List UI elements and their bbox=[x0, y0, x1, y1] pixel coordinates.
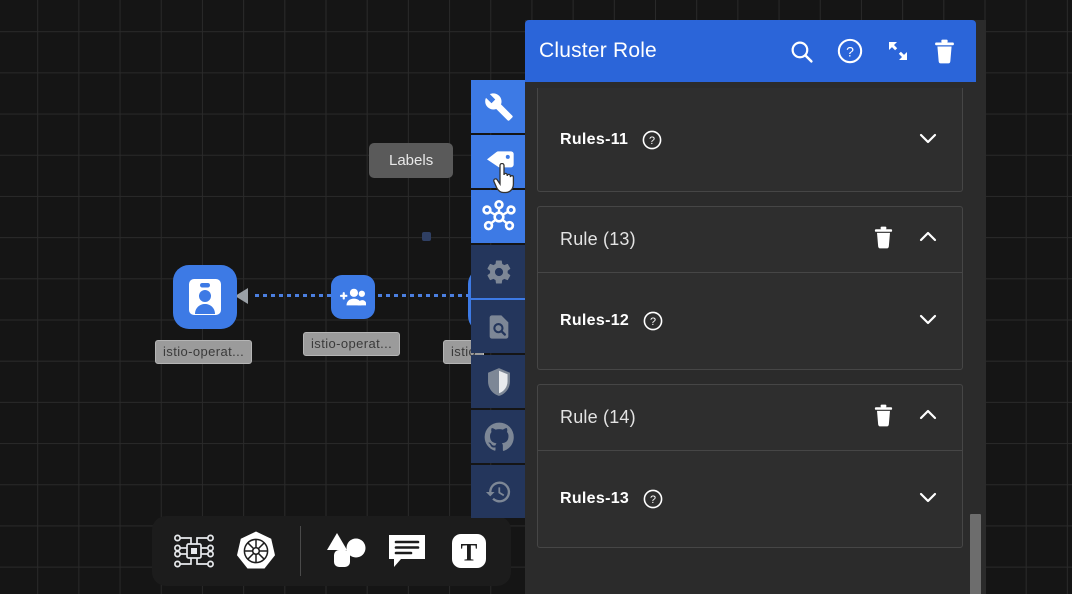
edge-group-to-right bbox=[378, 294, 476, 297]
toolbar-item-topology[interactable] bbox=[471, 190, 527, 243]
svg-text:?: ? bbox=[846, 43, 854, 59]
search-icon[interactable] bbox=[789, 39, 814, 64]
gear-icon bbox=[487, 259, 511, 284]
help-icon[interactable]: ? bbox=[642, 130, 662, 150]
svg-text:?: ? bbox=[649, 135, 655, 147]
panel-scroll-area[interactable]: Rules-11 ? bbox=[537, 88, 963, 594]
text-icon: T bbox=[452, 534, 486, 568]
add-group-icon bbox=[340, 288, 366, 306]
github-icon bbox=[484, 422, 514, 451]
svg-text:T: T bbox=[461, 540, 478, 567]
bottom-item-kubernetes[interactable] bbox=[228, 523, 284, 579]
identity-card-icon bbox=[189, 279, 221, 315]
page-title: Cluster Role bbox=[539, 39, 657, 62]
tooltip-labels: Labels bbox=[369, 143, 454, 178]
scrollbar-thumb[interactable] bbox=[970, 514, 981, 594]
rules-label: Rules-13 bbox=[560, 490, 630, 507]
rule-label: Rule (13) bbox=[560, 229, 636, 249]
delete-icon[interactable] bbox=[933, 39, 956, 64]
expand-icon[interactable] bbox=[886, 39, 910, 63]
chevron-up-icon[interactable] bbox=[916, 403, 940, 432]
chevron-down-icon[interactable] bbox=[916, 126, 940, 155]
rules-row[interactable]: Rules-12 ? bbox=[538, 273, 962, 369]
toolbar-item-inspect[interactable] bbox=[471, 300, 527, 353]
edge-arrowhead bbox=[235, 288, 248, 304]
bottom-item-text[interactable]: T bbox=[441, 523, 497, 579]
bottom-toolbar: T bbox=[152, 516, 511, 586]
cluster-role-panel: Cluster Role ? bbox=[525, 20, 986, 594]
edge-group-to-identity bbox=[255, 294, 337, 297]
rule-header[interactable]: Rule (13) bbox=[538, 207, 962, 273]
node-group-label: istio-operat... bbox=[303, 332, 401, 356]
help-icon[interactable]: ? bbox=[643, 489, 663, 509]
rule-header[interactable]: Rule (14) bbox=[538, 385, 962, 451]
rules-label: Rules-12 bbox=[560, 312, 630, 329]
rules-card-11: Rules-11 ? bbox=[537, 88, 963, 192]
vertical-toolbar bbox=[471, 80, 527, 518]
chevron-down-icon[interactable] bbox=[916, 307, 940, 336]
bottom-item-comment[interactable] bbox=[379, 523, 435, 579]
rule-header-actions bbox=[873, 225, 940, 254]
toolbar-divider bbox=[300, 526, 301, 576]
help-icon[interactable]: ? bbox=[643, 311, 663, 331]
toolbar-item-github[interactable] bbox=[471, 410, 527, 463]
rule-label: Rule (14) bbox=[560, 407, 636, 427]
chevron-down-icon[interactable] bbox=[916, 485, 940, 514]
panel-header: Cluster Role ? bbox=[525, 20, 976, 82]
shield-icon bbox=[488, 367, 510, 396]
rules-row[interactable]: Rules-13 ? bbox=[538, 451, 962, 547]
rule-header-actions bbox=[873, 403, 940, 432]
svg-text:?: ? bbox=[650, 316, 656, 328]
toolbar-item-security[interactable] bbox=[471, 355, 527, 408]
kubernetes-icon bbox=[237, 531, 275, 569]
wrench-icon bbox=[485, 92, 513, 121]
rule-card-13: Rule (13) bbox=[537, 206, 963, 370]
rule-card-14: Rule (14) bbox=[537, 384, 963, 548]
history-icon bbox=[485, 480, 511, 502]
document-search-icon bbox=[489, 314, 509, 339]
delete-icon[interactable] bbox=[873, 226, 894, 254]
panel-scrollbar[interactable] bbox=[969, 82, 981, 594]
node-dot[interactable] bbox=[422, 232, 431, 241]
circuit-icon bbox=[174, 534, 214, 568]
rules-row[interactable]: Rules-11 ? bbox=[538, 88, 962, 192]
panel-header-actions: ? bbox=[789, 38, 956, 64]
panel-body: Rules-11 ? bbox=[525, 82, 986, 594]
chevron-up-icon[interactable] bbox=[916, 225, 940, 254]
node-group[interactable] bbox=[331, 275, 375, 319]
toolbar-item-settings[interactable] bbox=[471, 245, 527, 298]
tag-icon bbox=[487, 150, 514, 167]
topology-icon bbox=[482, 199, 516, 230]
toolbar-item-tools[interactable] bbox=[471, 80, 527, 133]
comment-icon bbox=[389, 535, 425, 567]
svg-text:?: ? bbox=[650, 494, 656, 506]
help-icon[interactable]: ? bbox=[837, 38, 863, 64]
toolbar-item-labels[interactable] bbox=[471, 135, 527, 188]
rules-label: Rules-11 bbox=[560, 131, 629, 148]
shapes-icon bbox=[327, 533, 366, 567]
node-identity[interactable] bbox=[173, 265, 237, 329]
toolbar-item-history[interactable] bbox=[471, 465, 527, 518]
bottom-item-shapes[interactable] bbox=[317, 523, 373, 579]
bottom-item-components[interactable] bbox=[166, 523, 222, 579]
delete-icon[interactable] bbox=[873, 404, 894, 432]
node-identity-label: istio-operat... bbox=[155, 340, 253, 364]
